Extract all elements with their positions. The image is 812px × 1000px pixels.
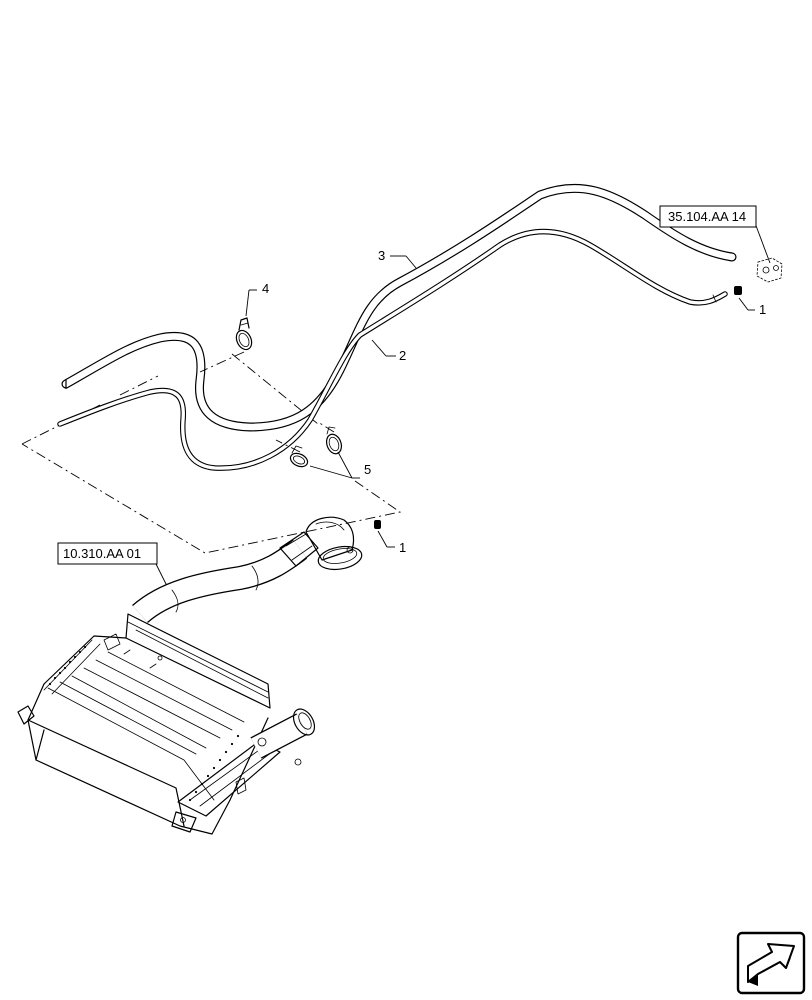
- callout-5: 5: [364, 462, 371, 477]
- reference-lower-label: 10.310.AA 01: [63, 546, 141, 561]
- callout-4: 4: [262, 281, 269, 296]
- reference-upper[interactable]: 35.104.AA 14: [659, 205, 757, 228]
- callout-1-right: 1: [759, 302, 766, 317]
- reference-lower[interactable]: 10.310.AA 01: [57, 542, 158, 565]
- air-duct: [132, 516, 363, 624]
- callouts: 3 2 4 5 1 1: [155, 222, 771, 593]
- callout-3: 3: [378, 248, 385, 263]
- next-page-arrow-icon[interactable]: [736, 931, 806, 995]
- clamps-5: [275, 421, 343, 468]
- callout-1-lower: 1: [399, 540, 406, 555]
- assembly-outline: [21, 353, 402, 554]
- clamp-4: [199, 317, 253, 373]
- reference-upper-label: 35.104.AA 14: [668, 209, 746, 224]
- valve-block: [756, 257, 783, 283]
- intercooler: [17, 613, 316, 835]
- fitting-lower: [374, 520, 381, 529]
- fitting-right: [734, 286, 742, 295]
- hose-2: [57, 228, 728, 471]
- callout-2: 2: [399, 348, 406, 363]
